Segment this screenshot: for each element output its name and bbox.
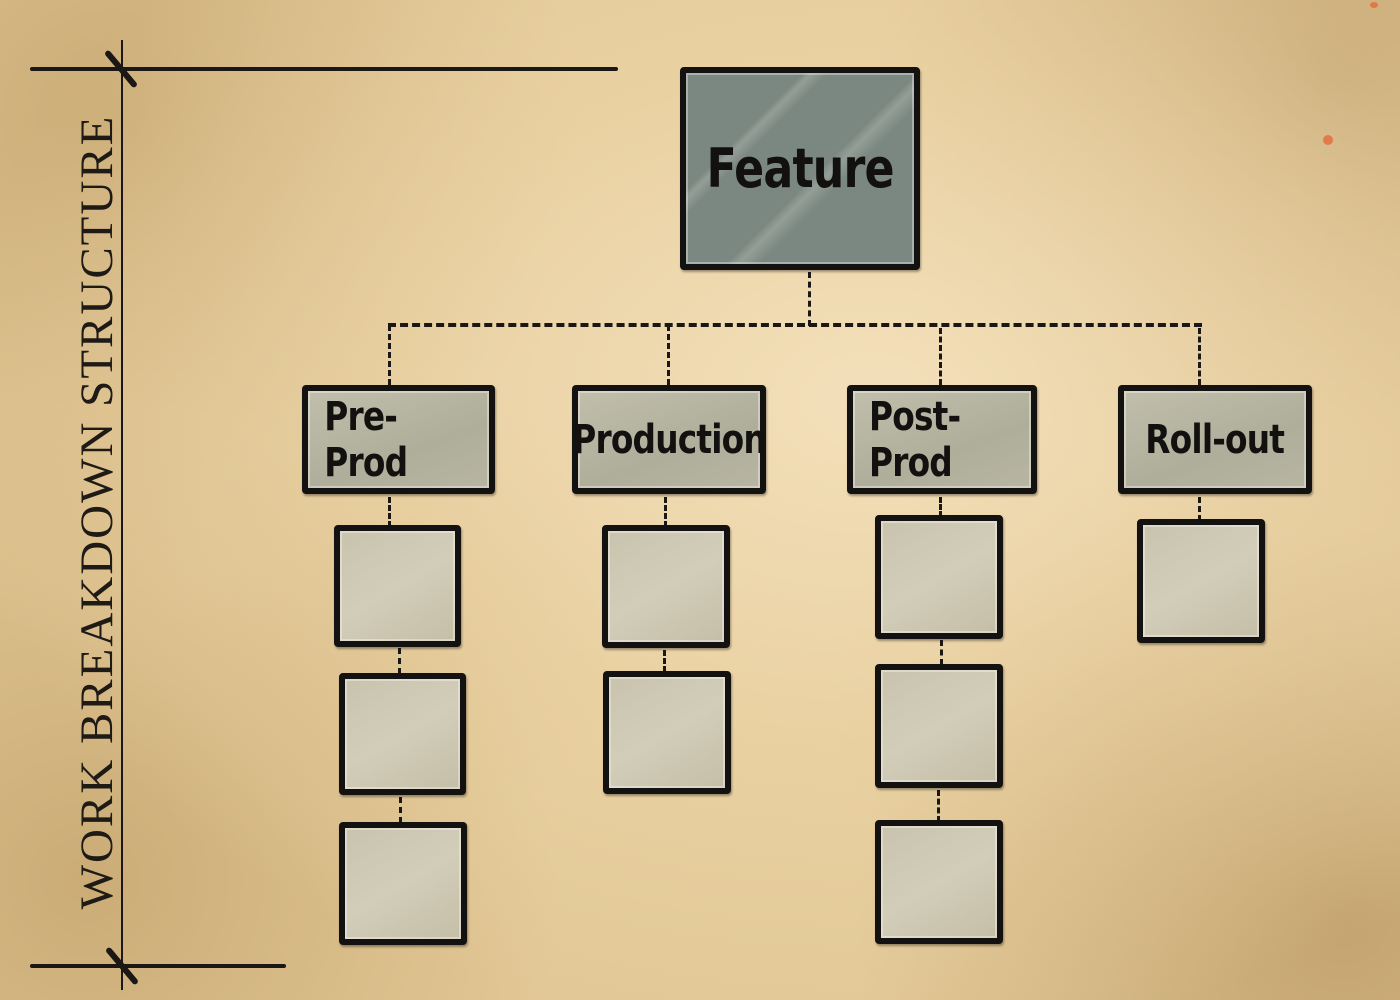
task-node-roll-out-1: [1137, 519, 1265, 643]
phase-label: Production: [572, 416, 766, 463]
task-node-post-prod-2: [875, 664, 1003, 788]
connector-task: [937, 790, 940, 822]
task-node-pre-prod-1: [334, 525, 461, 647]
connector-root-down: [808, 272, 811, 326]
phase-node-post-prod: Post-Prod: [847, 385, 1037, 494]
paper-stain: [1323, 135, 1333, 145]
task-node-post-prod-3: [875, 820, 1003, 944]
connector-task: [388, 497, 391, 527]
connector-to-production: [667, 325, 670, 385]
phase-node-roll-out: Roll-out: [1118, 385, 1312, 494]
task-node-production-2: [603, 671, 731, 794]
connector-phase-bus: [388, 323, 1202, 327]
connector-task: [398, 648, 401, 674]
connector-task: [1198, 497, 1201, 521]
connector-task: [399, 797, 402, 823]
task-node-post-prod-1: [875, 515, 1003, 639]
phase-node-production: Production: [572, 385, 767, 494]
connector-to-roll-out: [1198, 328, 1201, 385]
connector-to-post-prod: [939, 328, 942, 385]
connector-task: [663, 650, 666, 672]
task-node-pre-prod-2: [339, 673, 466, 795]
frame-bottom-rule: [30, 964, 286, 968]
phase-label: Post-Prod: [869, 393, 961, 486]
connector-task: [664, 497, 667, 527]
root-node-feature: Feature: [680, 67, 920, 270]
phase-node-pre-prod: Pre-Prod: [302, 385, 495, 494]
phase-label: Roll-out: [1145, 416, 1286, 463]
phase-label: Pre-Prod: [324, 393, 408, 486]
paper-stain: [1370, 2, 1378, 8]
root-node-label: Feature: [706, 137, 894, 200]
diagram-title: WORK BREAKDOWN STRUCTURE: [71, 114, 123, 910]
frame-top-rule: [30, 67, 618, 71]
task-node-production-1: [602, 525, 730, 648]
connector-task: [939, 497, 942, 517]
task-node-pre-prod-3: [339, 822, 467, 945]
connector-task: [940, 640, 943, 665]
frame-vertical-rule: [121, 40, 123, 990]
connector-to-pre-prod: [388, 325, 391, 385]
